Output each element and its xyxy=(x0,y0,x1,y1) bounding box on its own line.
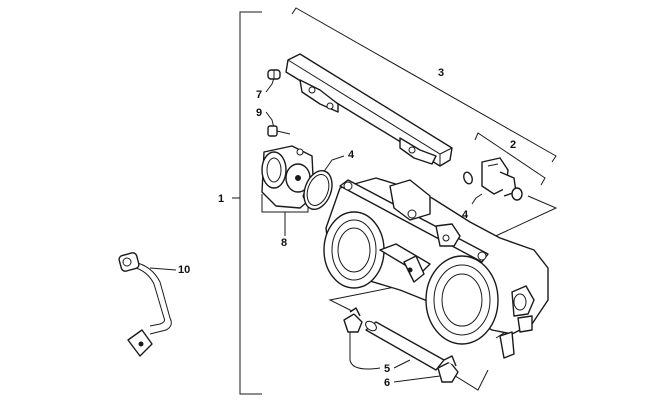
sensor-cable-part xyxy=(118,252,172,357)
callout-label-7: 7 xyxy=(256,89,262,101)
o-ring-part xyxy=(303,169,333,211)
callout-label-2: 2 xyxy=(510,139,516,151)
bolt-part-9 xyxy=(267,125,291,137)
callout-label-8: 8 xyxy=(281,237,287,249)
throttle-body-assembly xyxy=(323,177,549,359)
fuel-rail-part xyxy=(285,53,453,167)
screw-part-7 xyxy=(267,69,281,80)
callout-label-6: 6 xyxy=(384,377,390,389)
leader-lines xyxy=(149,7,558,395)
callout-label-3: 3 xyxy=(438,67,444,79)
callout-label-10: 10 xyxy=(178,264,190,276)
callout-label-9: 9 xyxy=(256,107,262,119)
callout-label-5: 5 xyxy=(384,363,390,375)
hose-part xyxy=(365,320,445,371)
callout-label-4a: 4 xyxy=(348,149,355,161)
hose-clamp-part xyxy=(343,307,459,383)
fuel-injector-part xyxy=(463,157,523,201)
callout-labels: 1 2 3 4 4 5 6 7 8 9 10 xyxy=(178,67,516,389)
callout-label-1: 1 xyxy=(218,193,224,205)
callout-label-4b: 4 xyxy=(462,209,469,221)
